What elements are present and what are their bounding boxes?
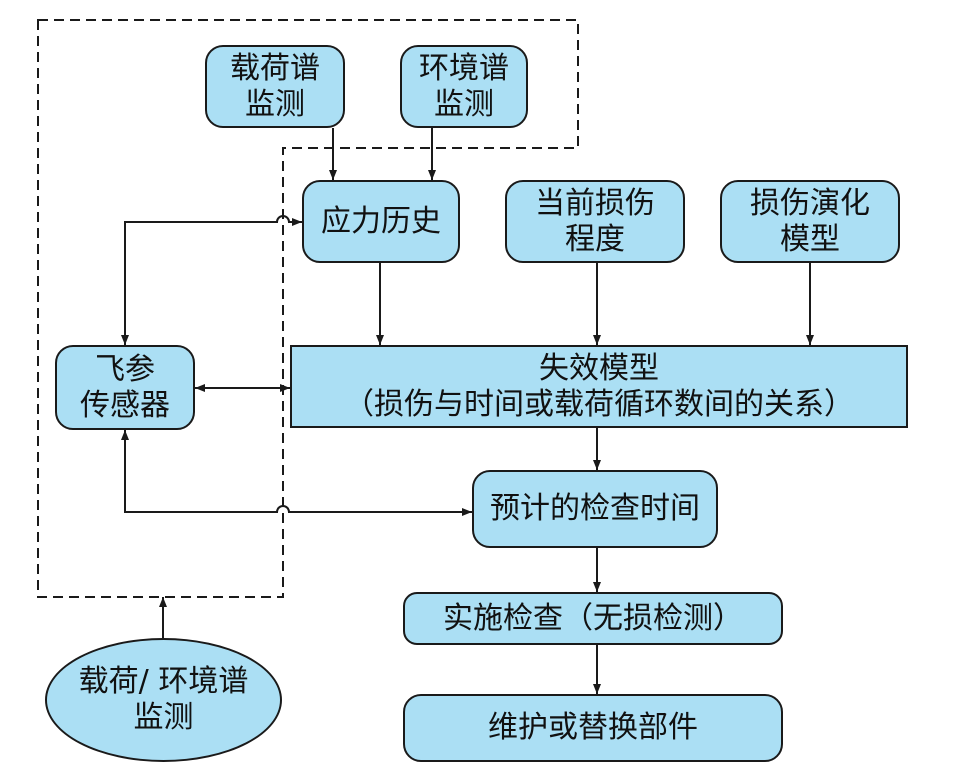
- flight-parameter-sensor-node: 飞参 传感器: [55, 345, 195, 430]
- load-environment-monitoring-ellipse: 载荷/ 环境谱 监测: [45, 638, 282, 762]
- node-label-line: 程度: [565, 221, 625, 257]
- node-label-line: 传感器: [80, 387, 170, 423]
- stress-history-node: 应力历史: [302, 180, 460, 263]
- node-label-line: 监测: [245, 86, 305, 122]
- predicted-inspection-time-node: 预计的检查时间: [472, 470, 718, 548]
- node-label-line: 环境谱: [419, 50, 509, 86]
- failure-model-node: 失效模型 （损伤与时间或载荷循环数间的关系）: [290, 345, 908, 428]
- arrow-stress-sensor-bidirectional: [121, 215, 302, 345]
- node-label-line: 失效模型: [539, 350, 659, 386]
- node-label-line: 损伤演化: [750, 185, 870, 221]
- node-label-line: （损伤与时间或载荷循环数间的关系）: [344, 386, 854, 422]
- node-label-line: 载荷/ 环境谱: [78, 664, 249, 699]
- load-spectrum-monitoring-node: 载荷谱 监测: [205, 45, 345, 128]
- current-damage-node: 当前损伤 程度: [505, 180, 685, 263]
- damage-evolution-model-node: 损伤演化 模型: [720, 180, 900, 263]
- maintenance-replacement-node: 维护或替换部件: [403, 694, 783, 762]
- node-label-line: 监测: [434, 86, 494, 122]
- node-label-line: 当前损伤: [535, 185, 655, 221]
- arrow-sensor-inspection-time-bidirectional: [121, 430, 472, 516]
- node-label-line: 实施检查（无损检测）: [443, 600, 743, 636]
- perform-inspection-node: 实施检查（无损检测）: [403, 592, 783, 645]
- node-label-line: 飞参: [95, 351, 155, 387]
- node-label-line: 模型: [780, 221, 840, 257]
- node-label-line: 应力历史: [321, 203, 441, 239]
- dashed-boundary: [37, 19, 579, 598]
- node-label-line: 载荷谱: [230, 50, 320, 86]
- node-label-line: 监测: [133, 700, 194, 735]
- node-label-line: 维护或替换部件: [488, 710, 698, 745]
- node-label-line: 预计的检查时间: [490, 491, 700, 526]
- environment-spectrum-monitoring-node: 环境谱 监测: [400, 45, 528, 128]
